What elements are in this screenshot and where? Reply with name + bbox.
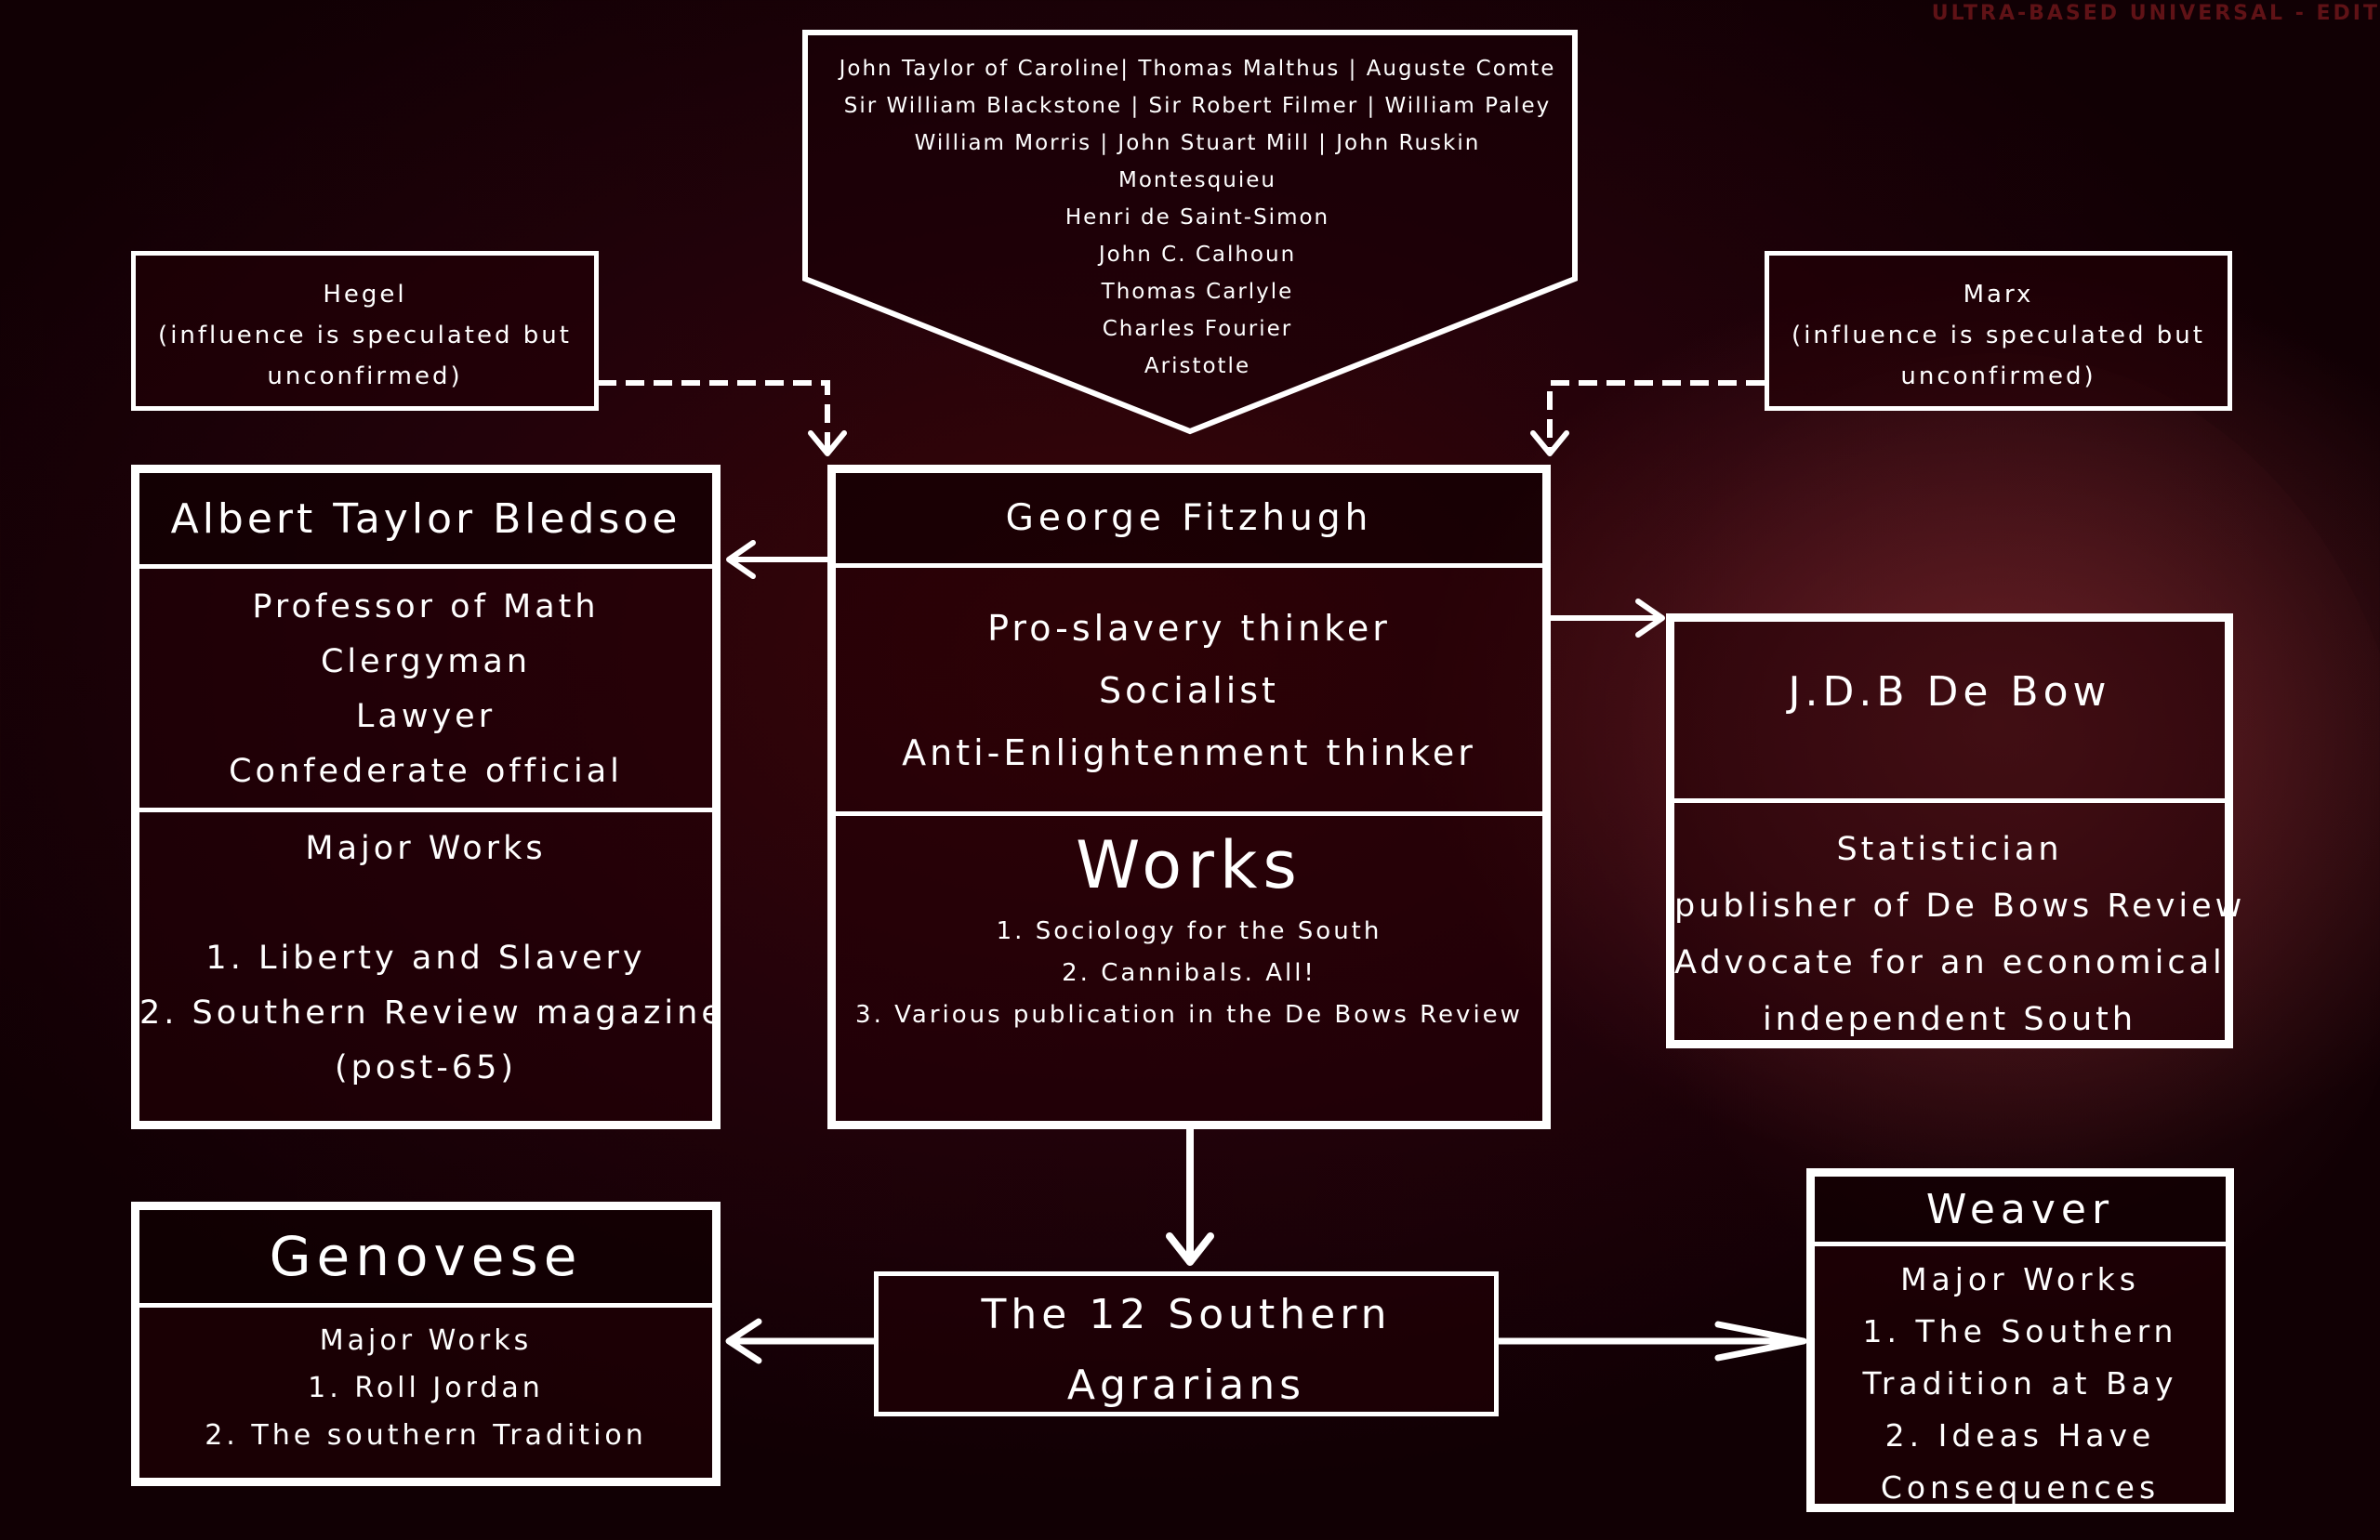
marx-note: (influence is speculated but <box>1792 322 2205 349</box>
work-item: 1. Liberty and Slavery <box>205 940 646 977</box>
influence-line: William Morris | John Stuart Mill | John… <box>914 131 1481 155</box>
debow-roles: Statistician publisher of De Bows Review… <box>1674 803 2246 1048</box>
role-item: Clergyman <box>320 643 532 680</box>
bledsoe-works: Major Works 1. Liberty and Slavery 2. So… <box>139 812 725 1096</box>
work-item: 1. Roll Jordan <box>308 1372 544 1404</box>
marx-dashed-arrow <box>1547 380 1765 452</box>
trait-item: Pro-slavery thinker <box>987 608 1391 649</box>
work-item: Consequences <box>1880 1469 2161 1506</box>
works-title: Works <box>1076 827 1302 903</box>
work-item: 2. Southern Review magazine <box>139 994 725 1032</box>
debow-box: J.D.B De Bow Statistician publisher of D… <box>1666 613 2246 1048</box>
role-item: Advocate for an economicall <box>1674 944 2239 981</box>
work-item: Tradition at Bay <box>1862 1365 2178 1402</box>
work-item: 3. Various publication in the De Bows Re… <box>855 1001 1523 1029</box>
weaver-name: Weaver <box>1815 1177 2226 1246</box>
genovese-box: Genovese Major Works 1. Roll Jordan 2. T… <box>131 1202 721 1486</box>
influence-line: John Taylor of Caroline| Thomas Malthus … <box>839 57 1556 81</box>
influence-line: Sir William Blackstone | Sir Robert Film… <box>843 94 1552 118</box>
bledsoe-roles: Professor of Math Clergyman Lawyer Confe… <box>139 569 712 812</box>
watermark: ULTRA-BASED UNIVERSAL - EDIT <box>1931 2 2380 25</box>
agrarians-line: The 12 Southern <box>981 1291 1392 1338</box>
influence-line: John C. Calhoun <box>1098 243 1297 267</box>
role-item: publisher of De Bows Review <box>1674 888 2246 925</box>
work-item: 2. The southern Tradition <box>205 1419 647 1452</box>
influences-list: John Taylor of Caroline| Thomas Malthus … <box>807 50 1588 385</box>
influence-line: Montesquieu <box>1118 168 1276 192</box>
debow-name: J.D.B De Bow <box>1674 622 2225 803</box>
hegel-name: Hegel <box>323 281 407 309</box>
hegel-box: Hegel (influence is speculated but uncon… <box>131 251 599 411</box>
trait-item: Socialist <box>1099 670 1279 711</box>
weaver-works: Major Works 1. The Southern Tradition at… <box>1815 1246 2226 1514</box>
influence-line: Henri de Saint-Simon <box>1064 205 1330 230</box>
weaver-box: Weaver Major Works 1. The Southern Tradi… <box>1806 1168 2234 1512</box>
hegel-note: (influence is speculated but <box>158 322 572 349</box>
work-item: 1. Sociology for the South <box>996 917 1382 945</box>
role-item: Confederate official <box>229 753 623 790</box>
works-title: Major Works <box>1900 1261 2140 1297</box>
trait-item: Anti-Enlightenment thinker <box>902 732 1476 773</box>
role-item: Professor of Math <box>252 588 600 625</box>
role-item: independent South <box>1762 1001 2137 1038</box>
fitzhugh-works: Works 1. Sociology for the South 2. Cann… <box>836 823 1542 1036</box>
works-title: Major Works <box>319 1324 533 1357</box>
marx-name: Marx <box>1963 281 2034 309</box>
hegel-dashed-arrow <box>598 380 830 452</box>
work-item: 2. Ideas Have <box>1884 1417 2156 1454</box>
works-title: Major Works <box>305 830 547 867</box>
genovese-works: Major Works 1. Roll Jordan 2. The southe… <box>139 1308 712 1459</box>
agrarians-label: The 12 Southern Agrarians <box>879 1276 1494 1421</box>
work-item: 2. Cannibals. All! <box>1062 959 1316 987</box>
fitzhugh-box: George Fitzhugh Pro-slavery thinker Soci… <box>827 465 1551 1129</box>
hegel-note: unconfirmed) <box>267 362 463 390</box>
agrarians-box: The 12 Southern Agrarians <box>874 1271 1499 1416</box>
role-item: Statistician <box>1836 831 2063 868</box>
influence-line: Aristotle <box>1144 354 1251 378</box>
marx-box: Marx (influence is speculated but unconf… <box>1765 251 2232 411</box>
role-item: Lawyer <box>355 698 496 735</box>
marx-note: unconfirmed) <box>1900 362 2096 390</box>
genovese-name: Genovese <box>139 1210 712 1308</box>
influence-line: Thomas Carlyle <box>1101 280 1294 304</box>
bledsoe-name: Albert Taylor Bledsoe <box>139 473 712 569</box>
work-item: (post-65) <box>334 1049 518 1086</box>
bledsoe-box: Albert Taylor Bledsoe Professor of Math … <box>131 465 721 1129</box>
work-item: 1. The Southern <box>1862 1313 2178 1349</box>
fitzhugh-name: George Fitzhugh <box>836 473 1542 568</box>
agrarians-line: Agrarians <box>1066 1362 1306 1409</box>
fitzhugh-traits: Pro-slavery thinker Socialist Anti-Enlig… <box>836 568 1542 816</box>
influence-line: Charles Fourier <box>1102 317 1293 341</box>
